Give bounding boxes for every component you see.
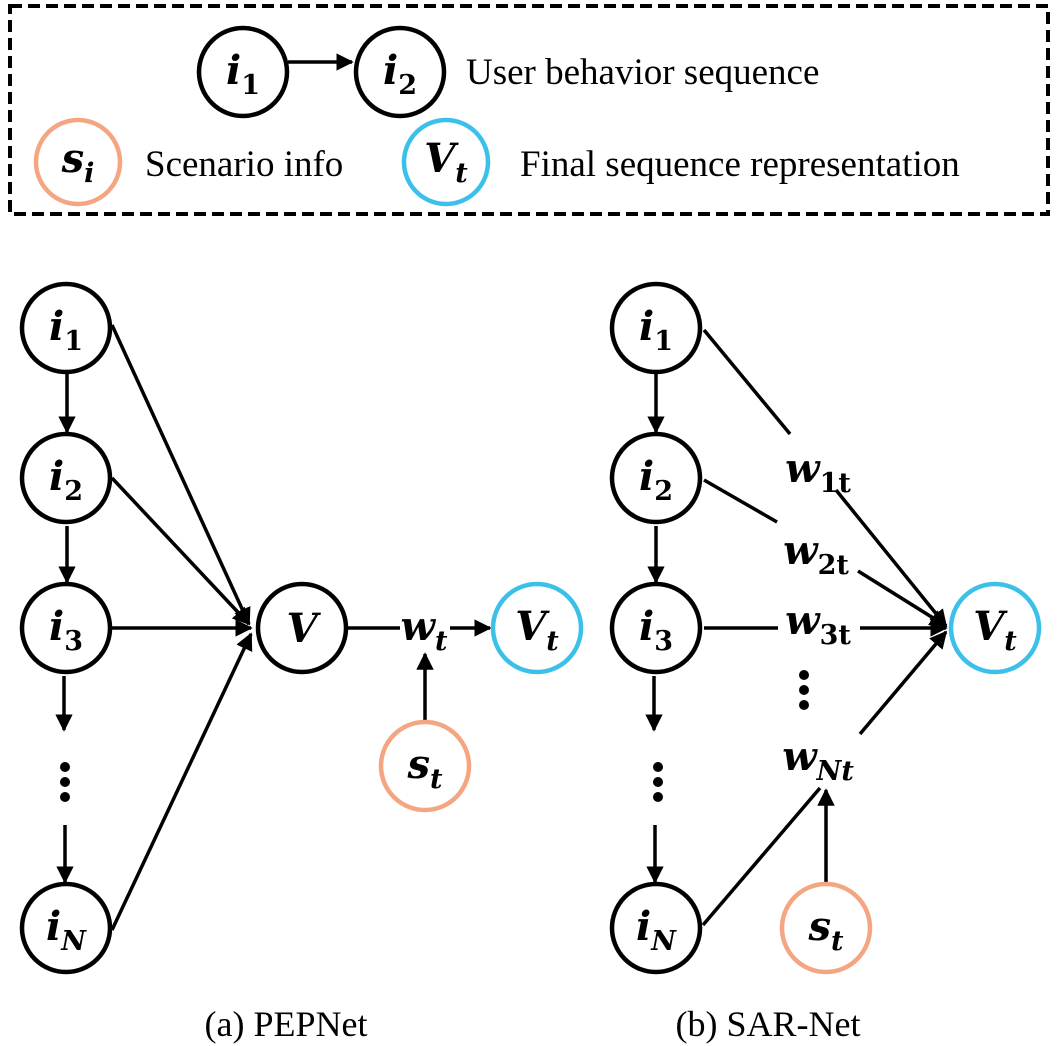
b-edge-i1-w1t bbox=[702, 328, 792, 436]
b-node-i1: i1 bbox=[609, 281, 703, 375]
b-node-iN: iN bbox=[609, 881, 703, 975]
svg-text:iN: iN bbox=[636, 903, 677, 957]
legend-final-node: Vt bbox=[401, 117, 491, 207]
a-weight-wt: wt bbox=[401, 603, 448, 657]
a-vertical-ellipsis bbox=[60, 762, 70, 802]
b-edge-w1t-Vt bbox=[834, 488, 948, 628]
a-edge-iN-V bbox=[110, 632, 253, 931]
b-edge-i2-w2t bbox=[703, 478, 778, 524]
b-edge-iN-wNt bbox=[701, 786, 822, 927]
a-node-i1: i1 bbox=[19, 281, 113, 375]
a-node-V: V bbox=[255, 581, 349, 675]
svg-text:i2: i2 bbox=[639, 453, 673, 507]
b-weight-wNt: wNt bbox=[782, 733, 854, 787]
a-edge-i1-V bbox=[110, 324, 251, 626]
legend-sequence-label: User behavior sequence bbox=[466, 52, 819, 93]
panel-a: i1 i2 i3 iN V wt st Vt bbox=[19, 281, 584, 1044]
svg-text:i2: i2 bbox=[49, 453, 83, 507]
svg-text:iN: iN bbox=[46, 903, 87, 957]
legend-scenario-label: Scenario info bbox=[145, 144, 343, 185]
legend-box bbox=[8, 4, 1050, 216]
svg-text:si: si bbox=[61, 135, 95, 189]
a-node-i2: i2 bbox=[19, 431, 113, 525]
svg-text:st: st bbox=[406, 741, 443, 795]
svg-text:i3: i3 bbox=[49, 603, 83, 657]
b-edge-w2t-Vt bbox=[857, 569, 948, 628]
svg-text:V: V bbox=[286, 605, 321, 652]
b-node-i3: i3 bbox=[609, 581, 703, 675]
a-node-Vt: Vt bbox=[490, 581, 584, 675]
a-node-iN: iN bbox=[19, 881, 113, 975]
a-edge-i2-V bbox=[110, 476, 251, 626]
a-node-i3: i3 bbox=[19, 581, 113, 675]
b-weight-w2t: w2t bbox=[783, 527, 849, 581]
caption-a: (a) PEPNet bbox=[205, 1004, 368, 1044]
svg-text:Vt: Vt bbox=[973, 603, 1017, 657]
legend-item2-node: i2 bbox=[353, 25, 447, 119]
b-weight-w1t: w1t bbox=[785, 445, 851, 499]
b-node-Vt: Vt bbox=[948, 581, 1042, 675]
b-edge-wNt-Vt bbox=[858, 630, 948, 736]
b-weight-ellipsis bbox=[799, 670, 809, 710]
b-vertical-ellipsis bbox=[653, 762, 663, 802]
svg-text:st: st bbox=[807, 903, 844, 957]
b-node-st: st bbox=[779, 881, 873, 975]
svg-text:i3: i3 bbox=[639, 603, 673, 657]
b-node-i2: i2 bbox=[609, 431, 703, 525]
svg-text:i1: i1 bbox=[49, 303, 83, 357]
svg-text:i2: i2 bbox=[383, 47, 417, 101]
a-node-st: st bbox=[378, 719, 472, 813]
panel-b: w1t w2t w3t wNt i1 i2 i3 bbox=[609, 281, 1042, 1044]
legend-scenario-node: si bbox=[33, 117, 123, 207]
legend-item1-node: i1 bbox=[196, 25, 290, 119]
svg-text:i1: i1 bbox=[226, 47, 260, 101]
svg-text:Vt: Vt bbox=[424, 135, 468, 189]
b-weight-w3t: w3t bbox=[785, 597, 851, 651]
svg-text:i1: i1 bbox=[639, 303, 673, 357]
caption-b: (b) SAR-Net bbox=[676, 1004, 861, 1044]
legend-final-label: Final sequence representation bbox=[520, 144, 960, 185]
svg-text:Vt: Vt bbox=[515, 603, 559, 657]
